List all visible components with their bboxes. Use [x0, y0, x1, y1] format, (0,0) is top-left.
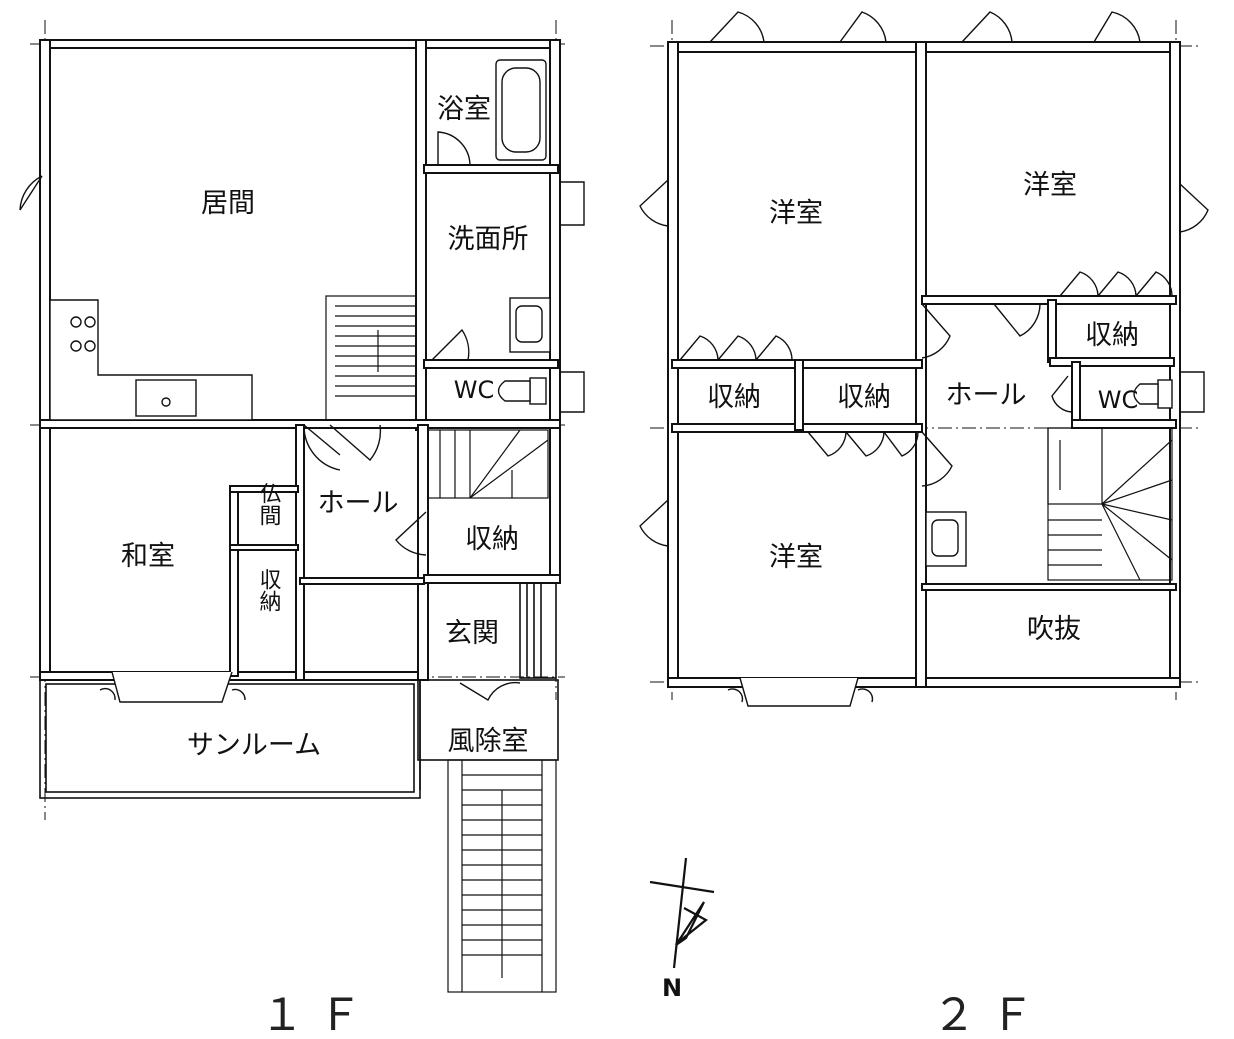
washbasin — [509, 297, 551, 353]
stairs-exterior — [447, 759, 557, 993]
floor-2-walls — [667, 41, 1181, 688]
room-label-altar: 仏間 — [256, 482, 282, 526]
north-label: N — [662, 974, 682, 1002]
room-label-washroom: 洗面所 — [448, 224, 529, 255]
room-label-japanese-room: 和室 — [121, 541, 175, 572]
toilet-2f — [1133, 379, 1173, 409]
floor-1-label: １Ｆ — [260, 990, 376, 1039]
room-label-sunroom: サンルーム — [187, 730, 321, 761]
room-label-windbreak: 風除室 — [448, 726, 529, 757]
room-label-bath: 浴室 — [437, 94, 491, 125]
room-label-storage-w1: 収納 — [707, 382, 761, 413]
room-label-western-nw: 洋室 — [769, 198, 823, 229]
north-arrow-icon: N — [649, 857, 715, 1002]
room-label-living: 居間 — [201, 188, 255, 219]
floor-2-label: ２Ｆ — [932, 990, 1048, 1039]
floor-2-plan: 洋室 洋室 洋室 収納 収納 収納 ホール WC 吹抜 ２Ｆ — [639, 11, 1209, 1039]
room-label-western-ne: 洋室 — [1023, 170, 1077, 201]
washbasin-2f — [925, 511, 967, 567]
floor-1-plan: 居間 浴室 洗面所 WC 和室 仏間 ホール 収納 収納 玄関 サンルーム 風除… — [19, 20, 585, 1039]
doors-1f — [19, 131, 585, 703]
room-label-storage-ne: 収納 — [1085, 320, 1139, 351]
doors-2f — [639, 11, 1209, 707]
room-label-hall-1f: ホール — [318, 488, 399, 519]
room-label-wc-1f: WC — [454, 376, 495, 404]
bathtub — [495, 59, 547, 161]
kitchen-counter — [49, 299, 253, 421]
room-label-void: 吹抜 — [1027, 614, 1081, 645]
room-label-western-s: 洋室 — [769, 542, 823, 573]
room-label-wc-2f: WC — [1098, 386, 1139, 414]
room-label-storage-w2: 収納 — [837, 382, 891, 413]
toilet — [497, 377, 547, 405]
room-label-storage-side: 収納 — [256, 568, 282, 612]
stairs-interior-1f — [325, 295, 549, 499]
room-label-storage-hall: 収納 — [465, 524, 519, 555]
floor-1-walls — [39, 39, 561, 799]
stairs-2f — [1047, 427, 1173, 581]
room-label-entrance: 玄関 — [445, 618, 499, 649]
room-label-hall-2f: ホール — [946, 380, 1027, 411]
